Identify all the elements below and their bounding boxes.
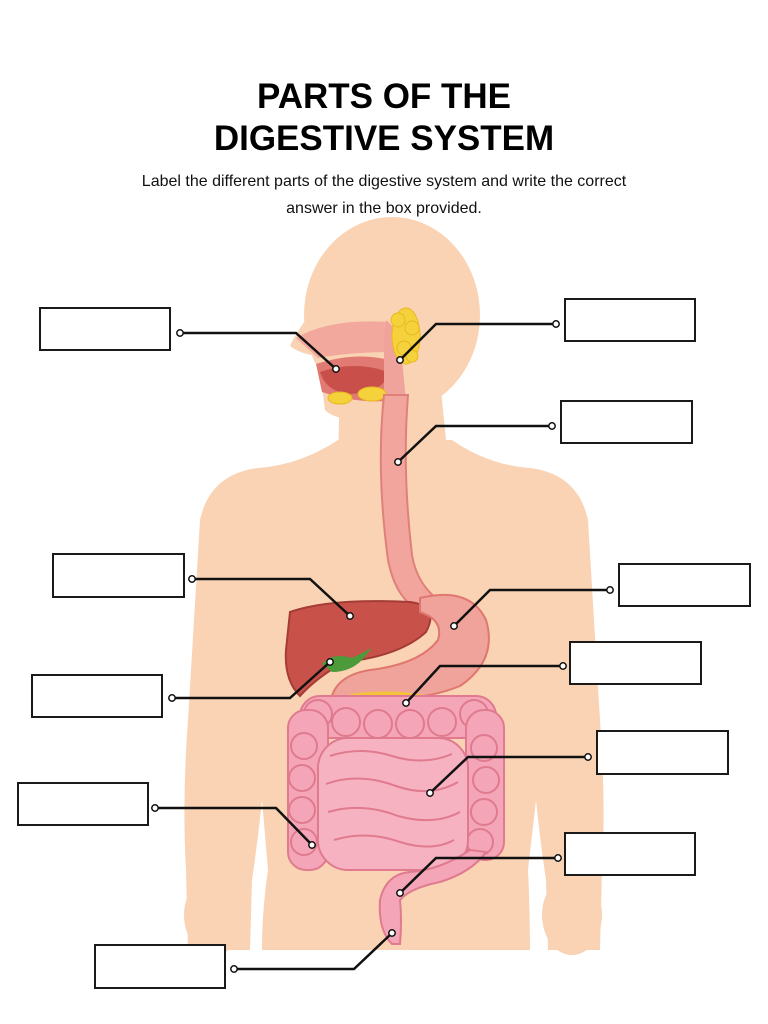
submandibular-gland — [357, 386, 387, 402]
leader-line-mouth — [180, 331, 337, 370]
answer-box-appendix[interactable] — [564, 832, 696, 876]
answer-box-large-intestine[interactable] — [17, 782, 149, 826]
title-line-2: DIGESTIVE SYSTEM — [213, 119, 555, 158]
right-hand — [542, 875, 602, 955]
leader-line-large-intestine — [155, 806, 313, 846]
instructions-line-2: answer in the box provided. — [286, 200, 482, 217]
small-intestine — [317, 737, 469, 871]
mouth-region — [296, 320, 406, 402]
instructions-line-1: Label the different parts of the digesti… — [141, 173, 627, 190]
leader-line-salivary-glands — [399, 322, 556, 361]
leader-line-rectum — [234, 932, 393, 971]
answer-box-esophagus[interactable] — [560, 400, 693, 444]
gallbladder — [322, 648, 372, 672]
leader-line-esophagus — [397, 424, 552, 463]
pharynx — [384, 320, 406, 400]
answer-box-stomach[interactable] — [618, 563, 751, 607]
leader-lines — [155, 322, 610, 971]
answer-box-rectum[interactable] — [94, 944, 226, 989]
liver — [284, 600, 432, 698]
answer-box-mouth[interactable] — [39, 307, 171, 351]
leader-line-appendix — [399, 856, 558, 894]
answer-box-small-intestine[interactable] — [596, 730, 729, 775]
answer-box-pancreas[interactable] — [569, 641, 702, 685]
page-title: PARTS OF THE DIGESTIVE SYSTEM — [0, 76, 768, 160]
leader-endpoints — [151, 320, 614, 973]
answer-box-liver[interactable] — [52, 553, 185, 598]
leader-line-liver — [192, 577, 351, 617]
leader-line-stomach — [453, 588, 610, 627]
answer-box-gallbladder[interactable] — [31, 674, 163, 718]
instructions: Label the different parts of the digesti… — [80, 168, 688, 222]
rectum — [378, 848, 488, 945]
sublingual-gland — [327, 391, 353, 405]
leader-line-gallbladder — [172, 661, 331, 700]
salivary-glands — [327, 307, 421, 405]
leader-line-small-intestine — [429, 755, 588, 794]
answer-box-salivary-glands[interactable] — [564, 298, 696, 342]
title-line-1: PARTS OF THE — [256, 77, 512, 116]
leader-line-pancreas — [405, 664, 563, 704]
left-hand — [184, 875, 244, 955]
nasal-cavity — [296, 321, 392, 358]
